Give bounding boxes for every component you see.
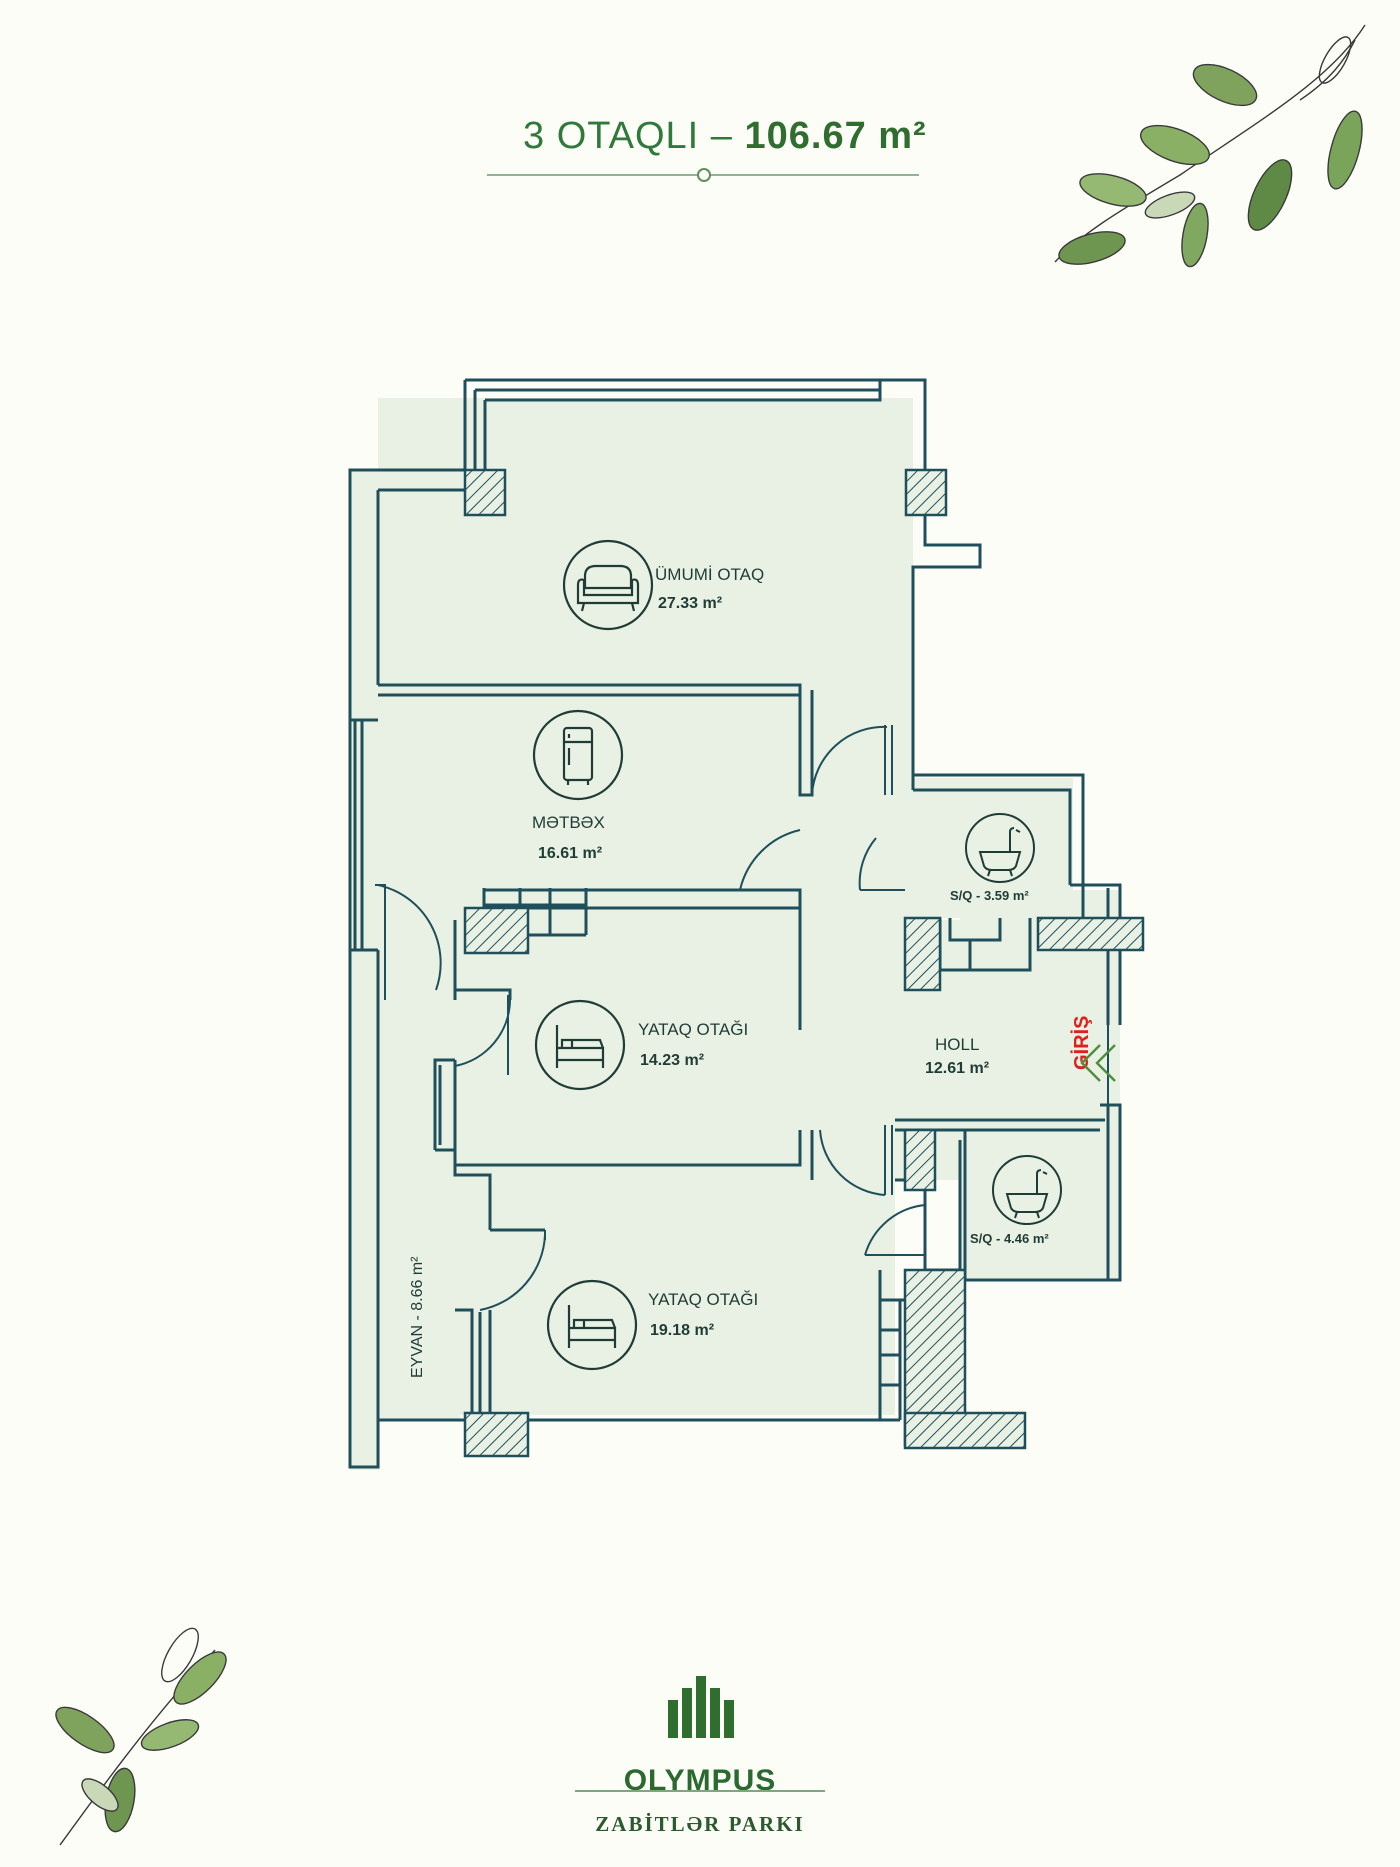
bedroom1-area: 14.23 m² [640, 1052, 704, 1069]
bathroom2-label: S/Q - 4.46 m² [970, 1231, 1049, 1246]
structural-columns [463, 468, 1145, 1458]
living-room-name: ÜMUMİ OTAQ [655, 565, 764, 584]
hall-area: 12.61 m² [925, 1060, 989, 1077]
door-swings [375, 725, 1109, 1311]
title-divider-dot [697, 168, 711, 182]
kitchen-name: MƏTBƏX [532, 813, 605, 832]
entrance-arrow-icon [1080, 1044, 1116, 1082]
balcony-label: EYVAN - 8.66 m² [409, 1256, 426, 1378]
bedroom2-area: 19.18 m² [650, 1322, 714, 1339]
bathtub-icon [965, 813, 1035, 883]
building-logo-icon [668, 1676, 734, 1738]
sofa-icon [562, 539, 654, 631]
title-rooms: 3 OTAQLI – [523, 115, 745, 157]
walls [348, 378, 1122, 1469]
brand-divider [575, 1790, 825, 1792]
bedroom1-name: YATAQ OTAĞI [638, 1020, 748, 1039]
brand-subtitle: ZABİTLƏR PARKI [595, 1812, 805, 1836]
bedroom2-name: YATAQ OTAĞI [648, 1290, 758, 1309]
room-fills [350, 398, 1120, 1470]
living-room-area: 27.33 m² [658, 595, 722, 612]
hall-name: HOLL [935, 1035, 979, 1054]
bathroom1-label: S/Q - 3.59 m² [950, 888, 1029, 903]
bathtub-icon [992, 1155, 1062, 1225]
leaf-decoration-icon [55, 1627, 227, 1846]
brand-name: OLYMPUS [623, 1764, 777, 1797]
brand: OLYMPUS ZABİTLƏR PARKI [570, 1680, 830, 1837]
bed-icon [546, 1279, 638, 1371]
bed-icon [534, 999, 626, 1091]
leaf-decoration-icon [1054, 24, 1366, 268]
fridge-icon [532, 709, 624, 801]
title-area: 106.67 m² [744, 115, 927, 157]
kitchen-area: 16.61 m² [538, 845, 602, 862]
